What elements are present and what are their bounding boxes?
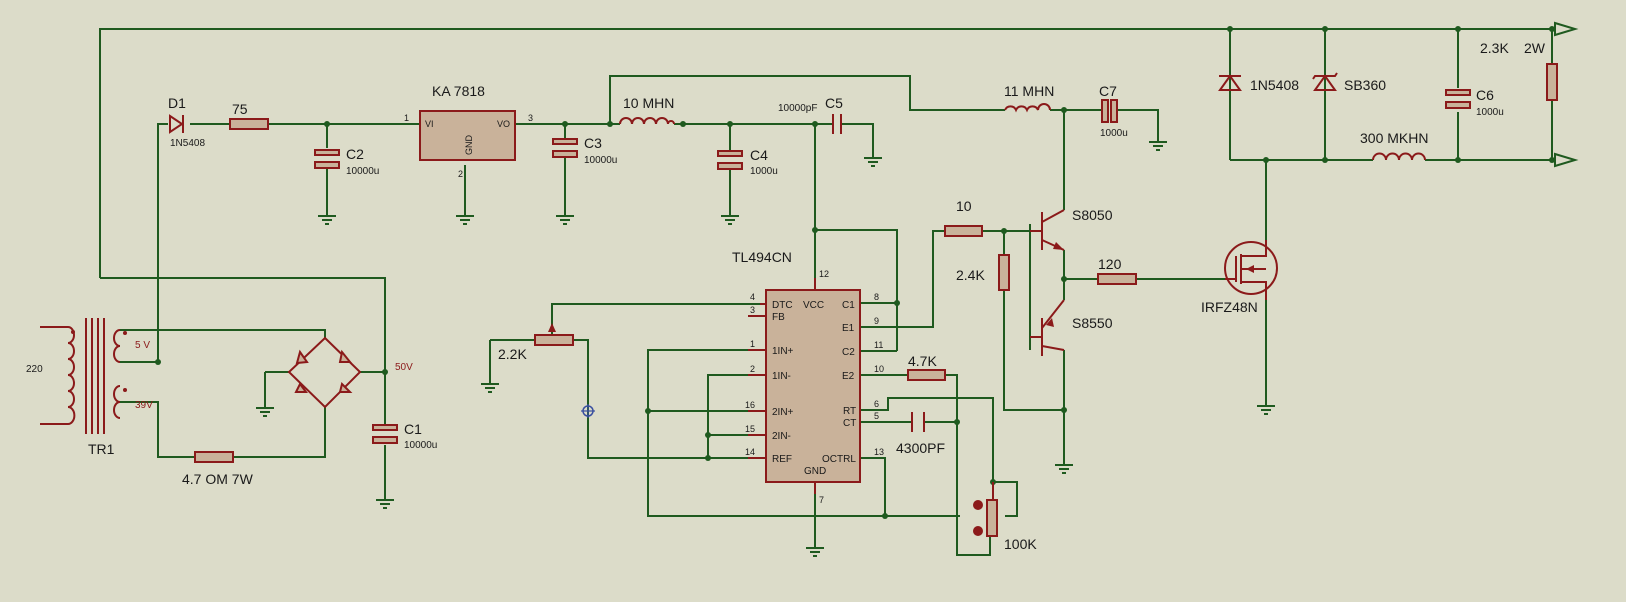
bridge-rectifier (287, 336, 362, 409)
label-d1: D1 (168, 95, 186, 111)
ic-pinnum-9: 9 (874, 316, 879, 326)
label-r23k: 2.3K (1480, 40, 1509, 56)
ic-pin-fb: FB (772, 312, 785, 323)
ic-pin-e1: E1 (842, 323, 855, 334)
reg-pin-vi: VI (425, 119, 434, 129)
ic-pin-e2: E2 (842, 371, 855, 382)
ic-pin-c2: C2 (842, 347, 855, 358)
label-primary-voltage: 220 (26, 364, 43, 375)
transformer-tr1 (40, 318, 127, 434)
ic-pin-dtc: DTC (772, 300, 793, 311)
ic-pin-rt: RT (843, 406, 856, 417)
ic-pinnum-14: 14 (745, 447, 755, 457)
label-c7-value: 1000u (1100, 128, 1128, 139)
label-l3: 300 MKHN (1360, 130, 1428, 146)
label-transformer: TR1 (88, 441, 115, 457)
label-secondary-39v: 39V (135, 400, 153, 411)
label-bridge-output: 50V (395, 362, 413, 373)
output-terminals (1554, 21, 1579, 168)
label-r47: 4.7 OM 7W (182, 471, 254, 487)
label-d-1n5408: 1N5408 (1250, 77, 1299, 93)
reg-pin-3: 3 (528, 113, 533, 123)
ic-pin-vcc: VCC (803, 300, 824, 311)
ic-pin-ct: CT (843, 418, 856, 429)
label-c6-value: 1000u (1476, 107, 1504, 118)
ic-pinnum-8: 8 (874, 292, 879, 302)
label-ic: TL494CN (732, 249, 792, 265)
reg-pin-2: 2 (458, 169, 463, 179)
ic-pinnum-15: 15 (745, 424, 755, 434)
label-pot-100k: 100K (1004, 536, 1037, 552)
label-c1: C1 (404, 421, 422, 437)
label-r2w: 2W (1524, 40, 1546, 56)
ic-pinnum-6: 6 (874, 399, 879, 409)
ic-pin-octrl: OCTRL (822, 454, 856, 465)
ic-pin-2inn: 2IN- (772, 431, 791, 442)
ic-pin-gnd: GND (804, 466, 826, 477)
label-c4300: 4300PF (896, 440, 945, 456)
ic-pinnum-1: 1 (750, 339, 755, 349)
label-r120: 120 (1098, 256, 1122, 272)
ic-pinnum-3: 3 (750, 305, 755, 315)
label-c4-value: 1000u (750, 166, 778, 177)
label-regulator: KA 7818 (432, 83, 485, 99)
ic-pinnum-4: 4 (750, 292, 755, 302)
label-d1-value: 1N5408 (170, 138, 205, 149)
label-r75: 75 (232, 101, 248, 117)
regulator-ka7818 (419, 110, 516, 161)
resistors (194, 63, 1558, 463)
ic-pinnum-16: 16 (745, 400, 755, 410)
ic-pinnum-2: 2 (750, 364, 755, 374)
label-c4: C4 (750, 147, 768, 163)
output-diodes (1218, 72, 1338, 91)
inductors (619, 103, 1426, 161)
label-c7: C7 (1099, 83, 1117, 99)
pot-2k2 (534, 323, 574, 346)
label-c6: C6 (1476, 87, 1494, 103)
label-mosfet: IRFZ48N (1201, 299, 1258, 315)
ic-pin-c1: C1 (842, 300, 855, 311)
pot-100k (973, 482, 998, 537)
ic-pinnum-11: 11 (874, 340, 883, 350)
wires (99, 28, 1555, 556)
ic-pin-1inn: 1IN- (772, 371, 791, 382)
reg-pin-gnd: GND (464, 135, 474, 156)
ic-pinnum-7: 7 (819, 495, 824, 505)
label-c3: C3 (584, 135, 602, 151)
ic-pinnum-5: 5 (874, 411, 879, 421)
label-q2: S8550 (1072, 315, 1113, 331)
reg-pin-1: 1 (404, 113, 409, 123)
diode-d1 (169, 114, 184, 134)
label-r47k: 4.7K (908, 353, 937, 369)
label-l1: 10 MHN (623, 95, 674, 111)
probe-marker (581, 404, 595, 418)
junctions (155, 26, 1555, 519)
reg-pin-vo: VO (497, 119, 510, 129)
ic-pinnum-12: 12 (819, 269, 829, 279)
label-c3-value: 10000u (584, 155, 617, 166)
ic-tl494cn (748, 278, 861, 494)
label-r10: 10 (956, 198, 972, 214)
capacitors (314, 89, 1471, 444)
transistor-s8050 (1030, 209, 1065, 251)
label-c5-value: 10000pF (778, 103, 817, 114)
ic-pin-2inp: 2IN+ (772, 407, 794, 418)
ic-pinnum-10: 10 (874, 364, 884, 374)
mosfet-irfz48n (1224, 240, 1278, 300)
label-c1-value: 10000u (404, 440, 437, 451)
label-secondary-5v: 5 V (135, 340, 150, 351)
label-q1: S8050 (1072, 207, 1113, 223)
label-c5: C5 (825, 95, 843, 111)
transistor-s8550 (1030, 299, 1065, 356)
label-pot-22k: 2.2K (498, 346, 527, 362)
label-c2: C2 (346, 146, 364, 162)
ic-pin-ref: REF (772, 454, 792, 465)
label-d-sb360: SB360 (1344, 77, 1386, 93)
label-c2-value: 10000u (346, 166, 379, 177)
ic-pinnum-13: 13 (874, 447, 884, 457)
label-r24k: 2.4K (956, 267, 985, 283)
label-l2: 11 MHN (1004, 83, 1054, 99)
ic-pin-1inp: 1IN+ (772, 346, 794, 357)
